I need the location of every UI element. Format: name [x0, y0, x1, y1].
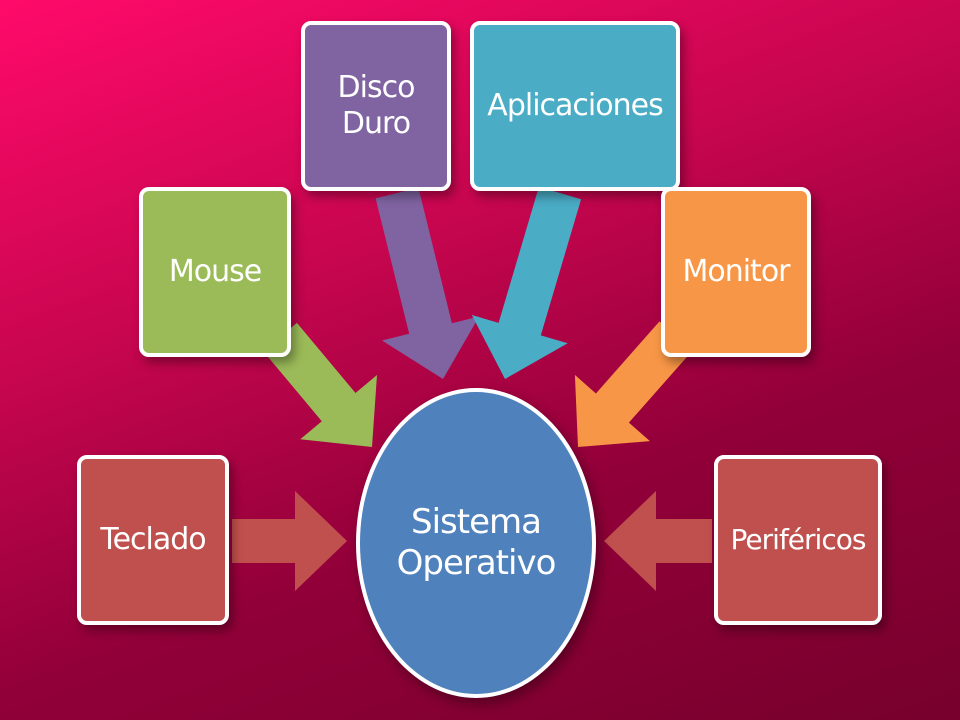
arrow-teclado-to-center	[232, 491, 347, 591]
center-node-sistema-operativo: Sistema Operativo	[356, 388, 596, 698]
node-disco-duro: Disco Duro	[301, 21, 451, 191]
node-aplicaciones: Aplicaciones	[470, 21, 680, 191]
node-perifericos-label: Periféricos	[730, 523, 867, 557]
node-mouse-label: Mouse	[168, 254, 262, 289]
arrow-mouse-to-center	[263, 322, 377, 447]
node-teclado-label: Teclado	[100, 522, 206, 557]
arrow-perifericos-to-center	[604, 491, 712, 591]
node-monitor: Monitor	[661, 187, 811, 357]
node-monitor-label: Monitor	[682, 254, 790, 289]
node-perifericos: Periféricos	[714, 455, 882, 625]
arrow-disco-to-center	[375, 187, 480, 379]
node-disco-duro-label: Disco Duro	[337, 70, 416, 141]
arrow-aplicaciones-to-center	[471, 186, 582, 379]
node-mouse: Mouse	[139, 187, 291, 357]
center-node-label: Sistema Operativo	[396, 502, 557, 583]
node-aplicaciones-label: Aplicaciones	[487, 88, 663, 123]
node-teclado: Teclado	[77, 455, 229, 625]
